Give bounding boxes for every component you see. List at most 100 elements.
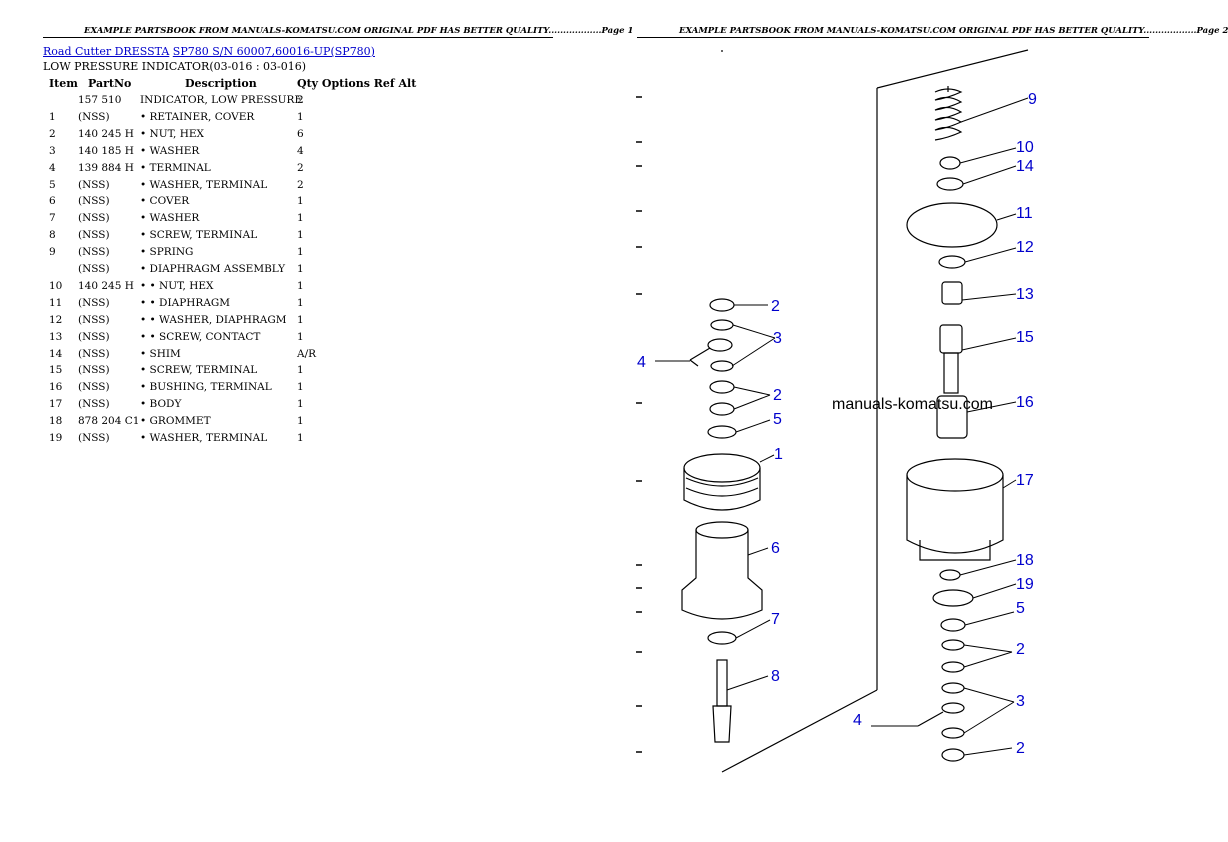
callout-right-13: 13 (1016, 286, 1034, 303)
breadcrumb: Road Cutter DRESSTA SP780 S/N 60007,6001… (43, 45, 375, 58)
cell-description: • • NUT, HEX (140, 279, 214, 292)
cell-partno: (NSS) (78, 364, 110, 377)
model-link[interactable]: Road Cutter DRESSTA (43, 45, 170, 58)
cell-partno: (NSS) (78, 330, 110, 343)
washer-terminal-icon (932, 589, 974, 607)
cell-qty: 1 (297, 110, 304, 123)
cell-description: • BUSHING, TERMINAL (140, 381, 272, 394)
cell-item: 5 (49, 178, 56, 191)
spring-icon (934, 88, 963, 141)
cell-description: • RETAINER, COVER (140, 110, 255, 123)
cell-item: 11 (49, 296, 63, 309)
callout-right-16: 16 (1016, 394, 1034, 411)
callout-left-2b: 2 (773, 387, 782, 404)
retainer-cover-icon (683, 453, 761, 483)
callout-right-2b: 2 (1016, 740, 1025, 757)
cell-item: 10 (49, 279, 63, 292)
cell-description: • • DIAPHRAGM (140, 296, 231, 309)
callout-right-9: 9 (1028, 91, 1037, 108)
nut-hex-icon (941, 748, 965, 762)
cell-partno: (NSS) (78, 398, 110, 411)
cell-item: 1 (49, 110, 56, 123)
callout-left-8: 8 (771, 668, 780, 685)
col-qty-options: Qty Options Ref Alt (297, 77, 417, 90)
cell-qty: 1 (297, 229, 304, 242)
cell-qty: 4 (297, 144, 304, 157)
cell-item: 9 (49, 246, 56, 259)
col-item: Item (49, 77, 78, 90)
nut-hex-icon (941, 661, 965, 673)
callout-right-3: 3 (1016, 693, 1025, 710)
cell-description: • SCREW, TERMINAL (140, 364, 258, 377)
cell-description: • SPRING (140, 246, 194, 259)
cell-item: 16 (49, 381, 63, 394)
cell-description: • SHIM (140, 347, 181, 360)
washer-icon (710, 360, 734, 372)
cell-qty: 1 (297, 313, 304, 326)
page2-header-rule (637, 37, 1149, 38)
callout-right-18: 18 (1016, 552, 1034, 569)
cell-qty: 1 (297, 381, 304, 394)
callout-left-5: 5 (773, 411, 782, 428)
cell-qty: 1 (297, 398, 304, 411)
nut-hex-icon (941, 639, 965, 651)
page1-header: EXAMPLE PARTSBOOK FROM MANUALS-KOMATSU.C… (84, 26, 634, 36)
cell-description: • COVER (140, 195, 190, 208)
cell-partno: (NSS) (78, 212, 110, 225)
cell-qty: 1 (297, 195, 304, 208)
callout-right-4: 4 (853, 712, 862, 729)
callout-right-14: 14 (1016, 158, 1034, 175)
cell-qty: 6 (297, 127, 304, 140)
page-title: LOW PRESSURE INDICATOR(03-016 : 03-016) (43, 60, 307, 73)
callout-left-7: 7 (771, 611, 780, 628)
callout-right-19: 19 (1016, 576, 1034, 593)
terminal-ring-icon (707, 338, 733, 352)
nut-hex-icon (939, 156, 961, 170)
body-icon (906, 458, 1004, 492)
cover-icon (695, 521, 749, 539)
cell-partno: (NSS) (78, 195, 110, 208)
cell-qty: 1 (297, 279, 304, 292)
cell-partno: (NSS) (78, 296, 110, 309)
cell-qty: A/R (297, 347, 317, 360)
callout-left-2a: 2 (771, 298, 780, 315)
callout-right-5: 5 (1016, 600, 1025, 617)
watermark: manuals-komatsu.com (832, 396, 993, 413)
cell-description: • WASHER, TERMINAL (140, 178, 268, 191)
callout-right-12: 12 (1016, 239, 1034, 256)
cell-partno: (NSS) (78, 263, 110, 275)
contact-screw-icon (941, 281, 963, 305)
bushing-terminal-icon (936, 395, 968, 439)
serial-link[interactable]: SP780 S/N 60007,60016-UP(SP780) (172, 45, 375, 58)
washer-diaphragm-icon (938, 255, 966, 269)
washer-icon (940, 618, 966, 632)
cell-item: 6 (49, 195, 56, 208)
cell-description: • WASHER (140, 144, 200, 157)
cell-description: • SCREW, TERMINAL (140, 229, 258, 242)
diaphragm-icon (906, 202, 998, 248)
cell-item: 7 (49, 212, 56, 225)
cell-qty: 2 (297, 178, 304, 191)
callout-left-6: 6 (771, 540, 780, 557)
callout-right-15: 15 (1016, 329, 1034, 346)
cell-qty: 1 (297, 263, 304, 275)
callout-right-11: 11 (1016, 205, 1033, 222)
washer-icon (941, 727, 965, 739)
cell-item: 8 (49, 229, 56, 242)
cell-partno: 140 245 H (78, 279, 134, 292)
washer-icon (710, 319, 734, 331)
terminal-screw-icon (939, 324, 963, 354)
cell-partno: 140 245 H (78, 127, 134, 140)
washer-icon (707, 631, 737, 645)
cell-description: INDICATOR, LOW PRESSURE (140, 94, 303, 106)
